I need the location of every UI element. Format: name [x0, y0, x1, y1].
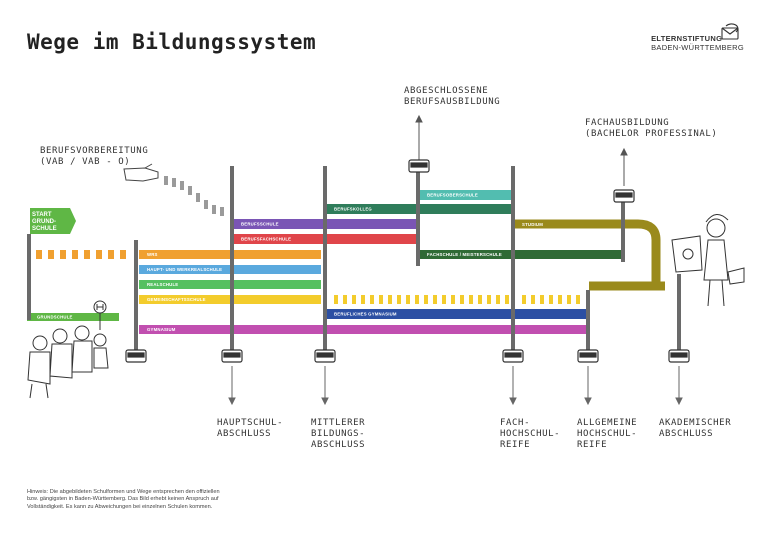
track-label-berufsoberschule: BERUFSOBERSCHULE	[427, 193, 478, 198]
track-label-berufskolleg: BERUFSKOLLEG	[334, 207, 372, 212]
down-arrows	[228, 366, 683, 406]
bus-stop-icon	[93, 300, 107, 330]
exit-akademischer-abschluss: AKADEMISCHER ABSCHLUSS	[659, 418, 732, 439]
track-label-berufsschule: BERUFSSCHULE	[241, 222, 279, 227]
brand-name: ELTERNSTIFTUNG	[651, 34, 723, 43]
annotation-abgeschlossene-berufsausbildung: ABGESCHLOSSENE BERUFSAUSBILDUNG	[404, 86, 501, 107]
start-line-3: SCHULE	[32, 226, 57, 232]
start-line-1: START	[32, 212, 52, 218]
track-label-fachschule: FACHSCHULE / MEISTERSCHULE	[427, 252, 502, 257]
disclaimer-note: Hinweis: Die abgebildeten Schulformen un…	[27, 489, 220, 510]
page-title: Wege im Bildungssystem	[27, 30, 317, 54]
exit-mittlerer-bildungsabschluss: MITTLERER BILDUNGS- ABSCHLUSS	[311, 418, 366, 450]
dashed-berufsvorbereitung	[164, 176, 224, 216]
track-label-gymnasium: GYMNASIUM	[147, 327, 176, 332]
exit-hauptschulabschluss: HAUPTSCHUL- ABSCHLUSS	[217, 418, 284, 439]
track-label-grundschule: GRUNDSCHULE	[37, 315, 73, 320]
track-fachschule	[419, 250, 624, 259]
track-berufliches-gymnasium	[326, 309, 589, 319]
graduate-illustration-icon	[671, 214, 745, 307]
track-label-realschule: REALSCHULE	[147, 282, 178, 287]
station-boxes	[125, 159, 690, 363]
dashed-werkreal	[36, 250, 126, 259]
up-arrows	[415, 114, 628, 186]
track-studium	[514, 219, 665, 291]
dashed-gemeinschaftsschule	[334, 295, 580, 304]
track-label-haupt: HAUPT- UND WERKREALSCHULE	[147, 267, 222, 272]
pointing-hand-icon	[123, 163, 159, 182]
track-label-studium: STUDIUM	[522, 222, 543, 227]
children-illustration-icon	[27, 325, 109, 399]
exit-fachhochschulreife: FACH- HOCHSCHUL- REIFE	[500, 418, 561, 450]
track-grundschule	[27, 313, 119, 321]
track-label-berufsfachschule: BERUFSFACHSCHULE	[241, 237, 291, 242]
start-sign: START GRUND- SCHULE	[30, 208, 76, 234]
exit-allgemeine-hochschulreife: ALLGEMEINE HOCHSCHUL- REIFE	[577, 418, 638, 450]
track-label-gemeinschaftsschule: GEMEINSCHAFTSSCHULE	[147, 297, 206, 302]
track-berufsoberschule	[419, 190, 514, 200]
brand-region: BADEN-WÜRTTEMBERG	[651, 43, 744, 52]
poles	[27, 166, 681, 352]
start-line-2: GRUND-	[32, 219, 56, 225]
annotation-berufsvorbereitung: BERUFSVORBEREITUNG (VAB / VAB - O)	[40, 146, 149, 167]
track-label-berufliches-gymnasium: BERUFLICHES GYMNASIUM	[334, 312, 397, 317]
brand-logo: ELTERNSTIFTUNG BADEN-WÜRTTEMBERG	[651, 34, 744, 52]
track-gymnasium	[139, 325, 589, 334]
track-label-werkrealschule: WRS	[147, 252, 158, 257]
annotation-fachausbildung: FACHAUSBILDUNG (BACHELOR PROFESSINAL)	[585, 118, 718, 139]
